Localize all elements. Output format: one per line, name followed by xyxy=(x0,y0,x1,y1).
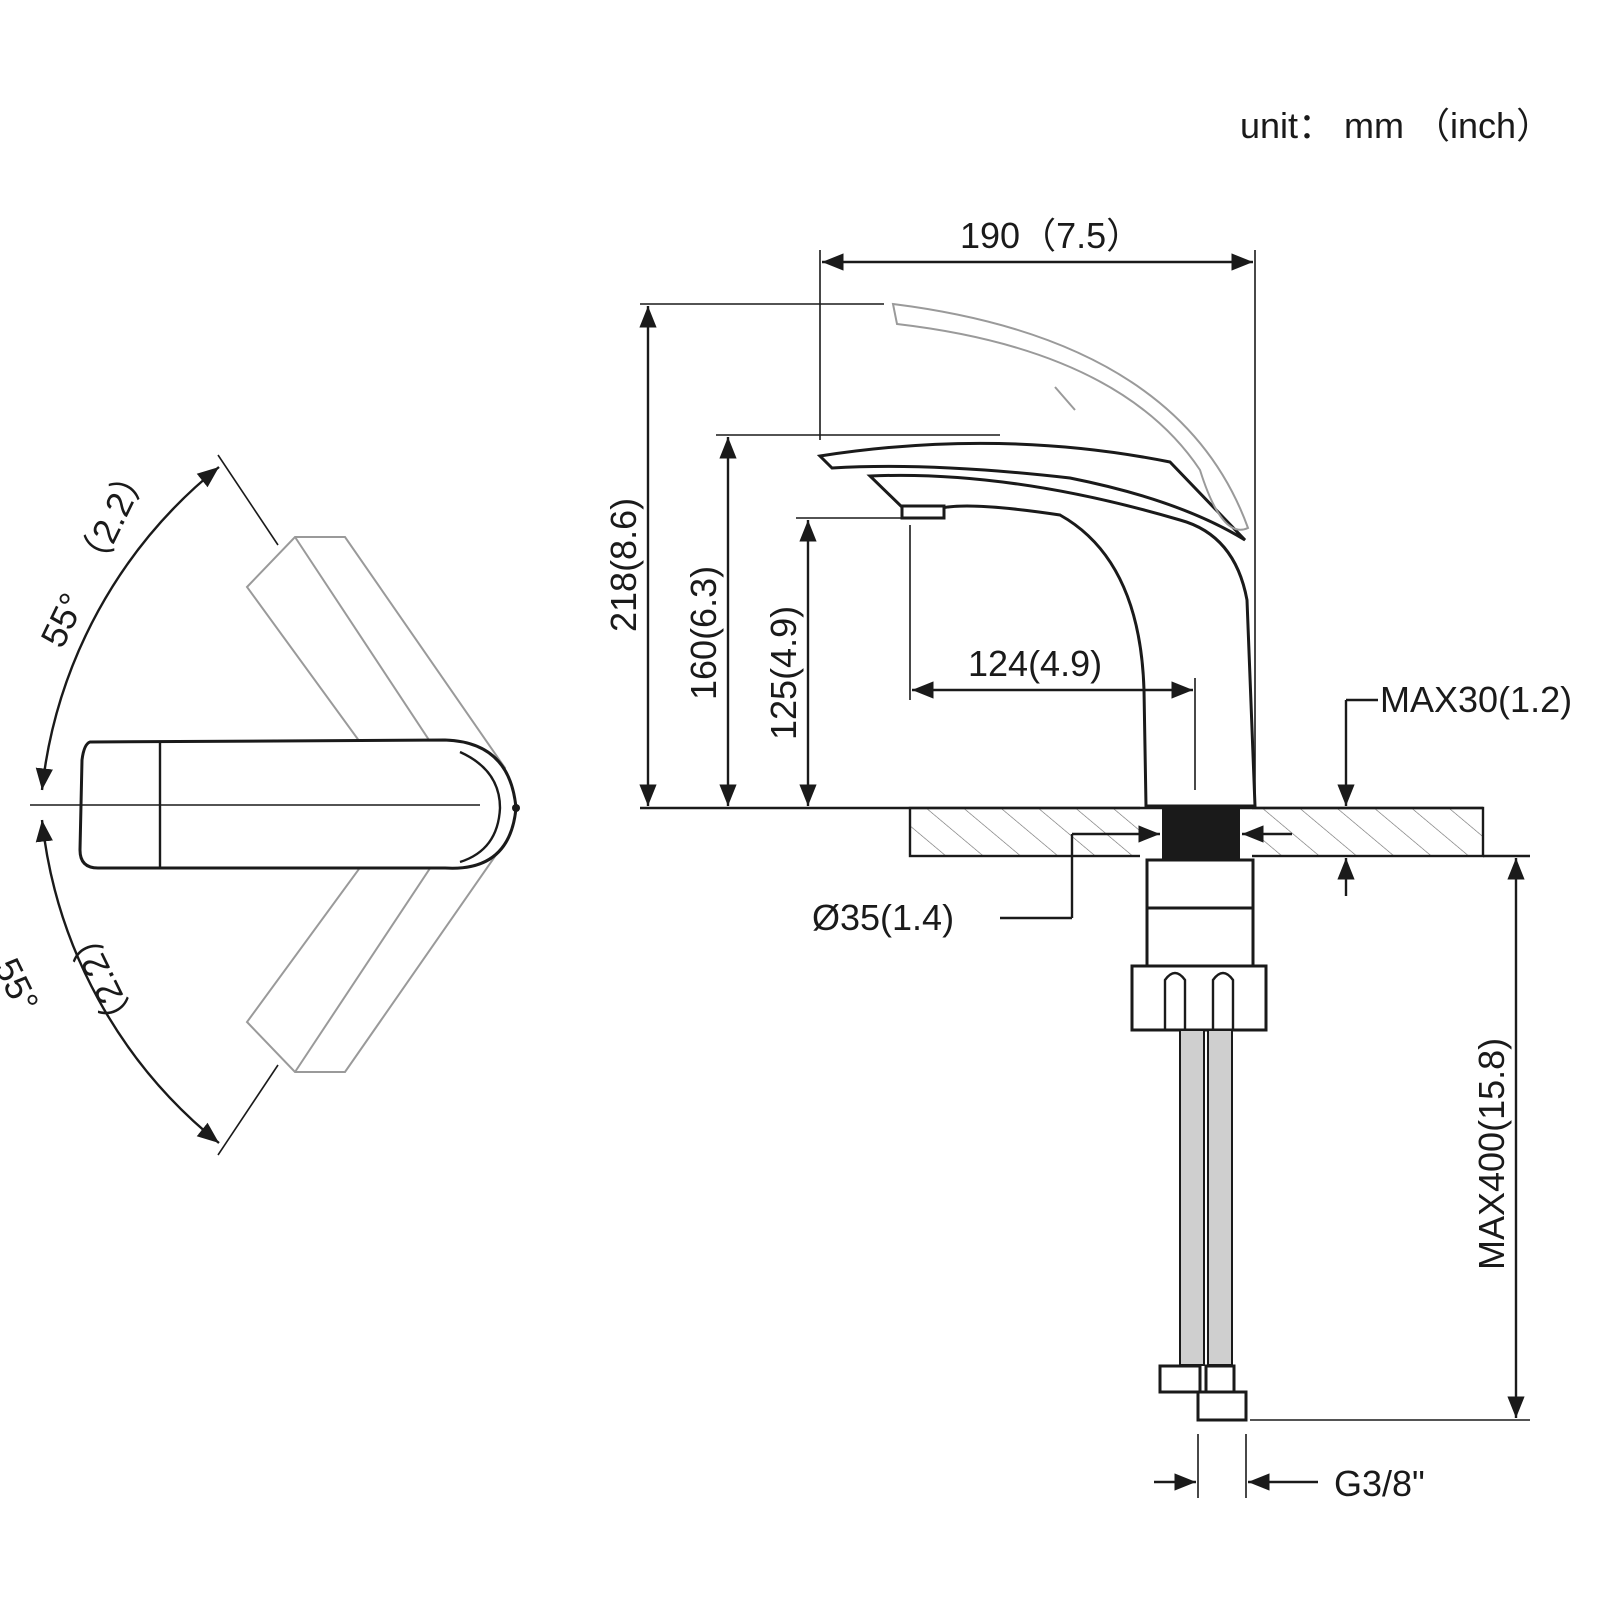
handle-center xyxy=(78,738,520,870)
svg-text:190（7.5）: 190（7.5） xyxy=(960,215,1142,256)
dim-height-total: 218(8.6) xyxy=(603,303,884,806)
dim-reach: 124(4.9) xyxy=(909,525,1196,790)
svg-text:G3/8": G3/8" xyxy=(1334,1463,1425,1504)
dim-width: 190（7.5） xyxy=(819,215,1256,806)
svg-text:55°: 55° xyxy=(0,952,47,1019)
svg-text:（2.2）: （2.2） xyxy=(57,915,147,1043)
svg-text:55°: 55° xyxy=(32,587,93,654)
side-view: 190（7.5） 218(8.6) 160(6.3) 125(4.9) 124(… xyxy=(603,215,1572,1504)
angle-lower-label: （2.2） 55° xyxy=(0,915,147,1043)
dim-height-spout: 125(4.9) xyxy=(763,517,902,806)
svg-text:218(8.6): 218(8.6) xyxy=(603,498,644,632)
dim-hole-diameter: Ø35(1.4) xyxy=(812,825,1292,938)
svg-text:125(4.9): 125(4.9) xyxy=(763,606,804,740)
unit-note: unit： mm （inch） xyxy=(1240,105,1552,146)
svg-text:MAX30(1.2): MAX30(1.2) xyxy=(1380,679,1572,720)
dim-height-handle: 160(6.3) xyxy=(683,434,1000,806)
mounting-hardware xyxy=(1130,806,1268,1422)
svg-text:124(4.9): 124(4.9) xyxy=(968,643,1102,684)
dim-thread: G3/8" xyxy=(1154,1434,1425,1504)
faucet-body xyxy=(816,302,1257,808)
angle-arc xyxy=(35,454,279,1156)
dim-deck-thickness: MAX30(1.2) xyxy=(1337,679,1572,896)
dim-hose-length: MAX400(15.8) xyxy=(1250,858,1530,1421)
svg-text:MAX400(15.8): MAX400(15.8) xyxy=(1471,1038,1512,1270)
svg-text:Ø35(1.4): Ø35(1.4) xyxy=(812,897,954,938)
svg-text:160(6.3): 160(6.3) xyxy=(683,566,724,700)
svg-text:（2.2）: （2.2） xyxy=(67,454,157,582)
top-view: 55° （2.2） （2.2） 55° xyxy=(0,454,520,1156)
angle-upper-label: 55° （2.2） xyxy=(32,454,157,654)
